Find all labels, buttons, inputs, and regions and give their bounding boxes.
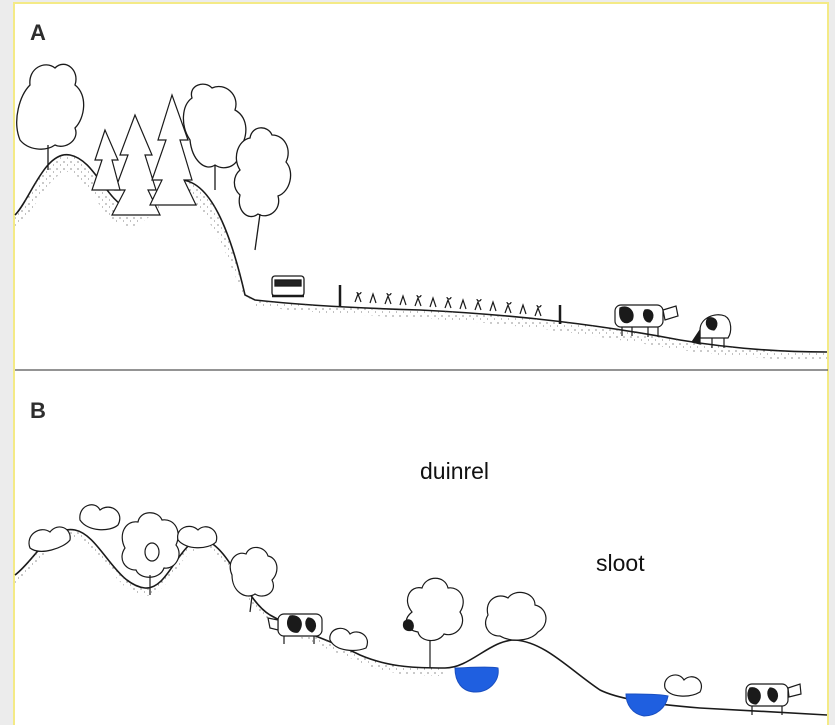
panel-b-drawing [15,505,827,716]
panel-b-vegetation [29,505,701,696]
panel-a-label: A [30,20,46,46]
shrub-icon [80,505,120,530]
conifer-icon [92,130,120,190]
tree-icon [17,64,84,149]
tree-icon [234,128,290,217]
shrub-icon [486,592,546,640]
shrub-icon [665,675,702,696]
tree-icon [406,578,463,640]
panel-b-label: B [30,398,46,424]
dune-ridge-label: duinrel [420,458,489,485]
ditch-water [626,694,668,716]
shrub-icon [29,527,70,551]
cow-icon [692,315,731,348]
panel-a-car [272,276,304,296]
panel-a-drawing [15,64,827,360]
ditch-label: sloot [596,550,645,577]
panel-b-sand [15,530,445,676]
shrub-icon [178,526,217,547]
ditch-water [455,667,498,692]
panel-a-lowland-stipple [255,300,827,360]
tree-icon [230,547,277,596]
